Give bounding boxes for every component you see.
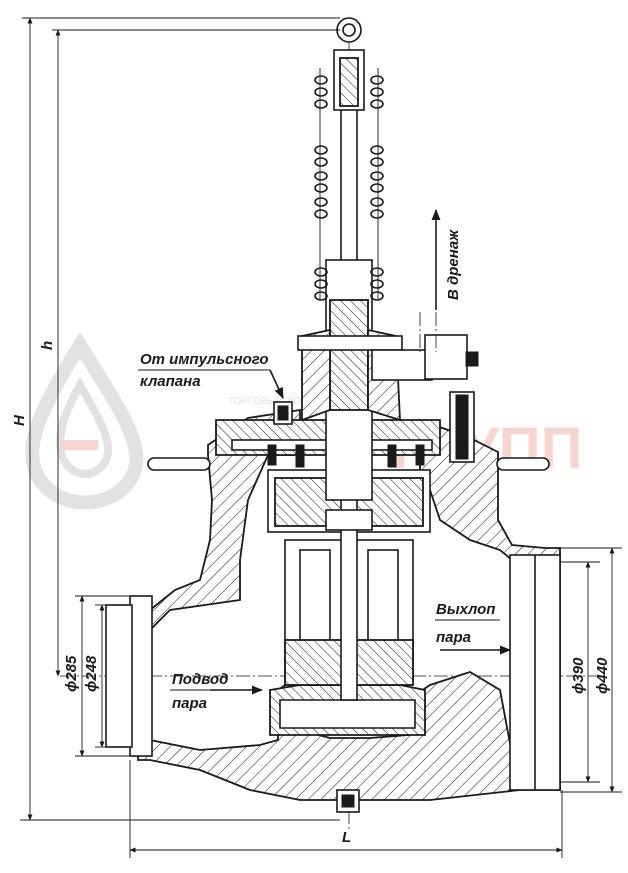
watermark-small-text: ТОРГОВЫЙ ДОМ bbox=[228, 394, 309, 407]
valve-body bbox=[105, 408, 561, 813]
dim-outlet-inner: ϕ390 bbox=[570, 657, 587, 694]
drain-label: В дренаж bbox=[445, 229, 462, 300]
impulse-valve-label-line1: От импульсного bbox=[140, 351, 269, 368]
watermark-drop-logo bbox=[25, 331, 144, 510]
dimension-labels: H h L ϕ285 ϕ248 ϕ390 ϕ440 bbox=[11, 341, 611, 846]
dim-inlet-outer: ϕ285 bbox=[63, 655, 80, 692]
dim-inlet-inner: ϕ248 bbox=[83, 655, 100, 692]
inlet-label-line1: Подвод bbox=[172, 671, 228, 688]
impulse-valve-label-line2: клапана bbox=[140, 373, 201, 390]
exhaust-label-line2: пара bbox=[436, 629, 471, 646]
labels: От импульсного клапана В дренаж Выхлоп п… bbox=[140, 229, 495, 712]
dim-outlet-outer: ϕ440 bbox=[594, 657, 611, 694]
dim-total-height: H bbox=[11, 414, 28, 426]
exhaust-label-line1: Выхлоп bbox=[436, 601, 495, 618]
inlet-label-line2: пара bbox=[172, 695, 207, 712]
springs bbox=[314, 68, 384, 301]
support-arms bbox=[147, 457, 550, 471]
dim-length: L bbox=[342, 829, 351, 846]
dim-height: h bbox=[39, 341, 56, 350]
bonnet bbox=[273, 312, 479, 463]
dimension-lines bbox=[20, 17, 622, 858]
flow-arrows bbox=[138, 208, 512, 695]
